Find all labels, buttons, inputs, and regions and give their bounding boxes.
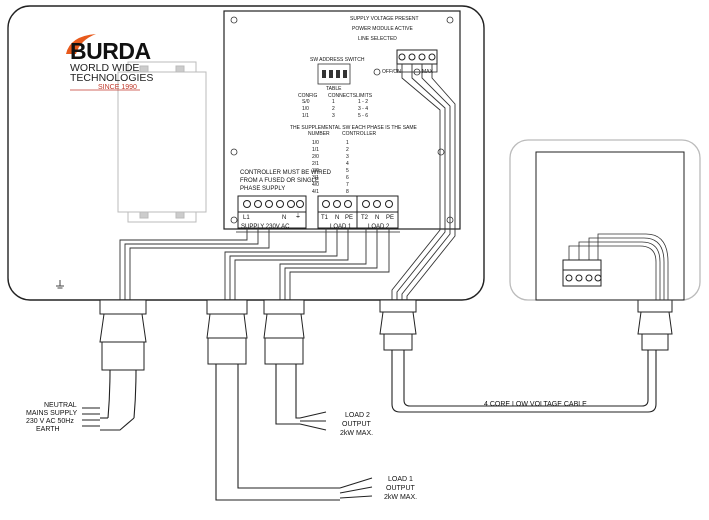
terminal-label-t1: T1 <box>321 215 329 221</box>
note-value: 5 <box>346 168 349 174</box>
load2-label-2: OUTPUT <box>342 421 371 428</box>
logo-swoosh <box>66 34 96 54</box>
logo-since: SINCE 1990 <box>98 84 137 91</box>
mains-label-3: 230 V AC 50Hz <box>26 418 74 425</box>
table-cell: 1 <box>332 99 335 105</box>
board-header-3: LINE SELECTED <box>358 36 397 42</box>
table-col-1: CONFIG <box>298 93 318 99</box>
mains-label-1: NEUTRAL <box>44 402 77 409</box>
table-cell: 1 - 2 <box>358 99 369 105</box>
note-row: 2/1 <box>312 161 319 167</box>
note-value: 7 <box>346 182 349 188</box>
warning-3: PHASE SUPPLY <box>240 186 286 192</box>
table-cell: 5 - 6 <box>358 113 369 119</box>
note-row: 3/0 <box>312 168 319 174</box>
logo-name: BURDA <box>70 38 151 64</box>
note-value: 6 <box>346 175 349 181</box>
table-cell: 1/0 <box>302 106 309 112</box>
note-row: 4/0 <box>312 182 319 188</box>
note-row: 1/1 <box>312 147 319 153</box>
mains-label-2: MAINS SUPPLY <box>26 410 78 417</box>
led-left-label: OFF/ON <box>382 69 401 75</box>
led-right-label: MAX <box>422 69 433 75</box>
terminal-label-n: N <box>282 215 287 221</box>
note-col: CONTROLLER <box>342 131 377 137</box>
load2-board-label: LOAD 2 <box>368 224 390 230</box>
terminal-label-l1: L1 <box>243 215 250 221</box>
terminal-label-n2: N <box>375 215 380 221</box>
note-value: 2 <box>346 147 349 153</box>
logo-tagline-2: TECHNOLOGIES <box>70 72 154 84</box>
table-cell: 2 <box>332 106 335 112</box>
terminal-label-pe2: PE <box>386 215 395 221</box>
cable-glands <box>99 299 673 371</box>
mains-label-4: EARTH <box>36 426 60 433</box>
table-cell: 3 <box>332 113 335 119</box>
note-rows: 1/0 1/1 2/0 2/1 3/0 3/1 4/0 4/1 <box>312 140 319 196</box>
remote-terminal <box>562 259 602 287</box>
note-row: 2/0 <box>312 154 319 160</box>
warning-1: CONTROLLER MUST BE WIRED <box>240 170 331 176</box>
table-cell: S/0 <box>302 99 310 105</box>
remote-wiring <box>568 233 669 300</box>
load1-label-3: 2kW MAX. <box>384 494 418 501</box>
terminal-label-t2: T2 <box>361 215 369 221</box>
table-col-3: LIMITS <box>356 93 373 99</box>
warning-2: FROM A FUSED OR SINGLE <box>240 178 320 184</box>
remote-enclosure <box>509 139 701 301</box>
note-title: THE SUPPLEMENTAL SW EACH PHASE IS THE SA… <box>290 125 417 131</box>
logo-tagline-1: WORLD WIDE <box>70 62 140 74</box>
note-col: NUMBER <box>308 131 330 137</box>
note-value: 1 <box>346 140 349 146</box>
terminal-label-pe1: PE <box>345 215 354 221</box>
board-header-1: SUPPLY VOLTAGE PRESENT <box>350 16 419 22</box>
terminal-label-n1: N <box>335 215 340 221</box>
dip-switch <box>317 63 351 85</box>
load1-label-1: LOAD 1 <box>388 476 413 483</box>
table-cell: 1/1 <box>302 113 309 119</box>
table-cell: 3 - 4 <box>358 106 369 112</box>
note-values: 1 2 3 4 5 6 7 8 <box>346 140 349 196</box>
board-header-2: POWER MODULE ACTIVE <box>352 26 413 32</box>
table-title: TABLE <box>326 86 342 92</box>
internal-wiring <box>119 64 456 300</box>
note-row: 4/1 <box>312 189 319 195</box>
load1-label-2: OUTPUT <box>386 485 415 492</box>
note-row: 3/1 <box>312 175 319 181</box>
table-col-2: CONNECTS <box>328 93 357 99</box>
external-cables <box>82 350 657 501</box>
load-terminal <box>317 195 399 229</box>
note-value: 3 <box>346 154 349 160</box>
low-voltage-terminal <box>396 49 438 73</box>
note-row: 1/0 <box>312 140 319 146</box>
mounting-screws <box>230 16 454 224</box>
earth-icon <box>56 280 64 289</box>
sw-address-label: SW ADDRESS SWITCH <box>310 57 365 63</box>
earth-terminal-icon: ⏚ <box>295 214 302 220</box>
load2-label-1: LOAD 2 <box>345 412 370 419</box>
note-value: 8 <box>346 189 349 195</box>
supply-label: SUPPLY 230V AC <box>241 224 290 230</box>
control-board <box>223 10 461 230</box>
note-value: 4 <box>346 161 349 167</box>
transformer <box>117 61 207 223</box>
load2-label-3: 2kW MAX. <box>340 430 374 437</box>
load1-board-label: LOAD 1 <box>330 224 352 230</box>
supply-terminal <box>237 195 307 229</box>
cable-label: 4 CORE LOW VOLTAGE CABLE <box>484 401 587 408</box>
